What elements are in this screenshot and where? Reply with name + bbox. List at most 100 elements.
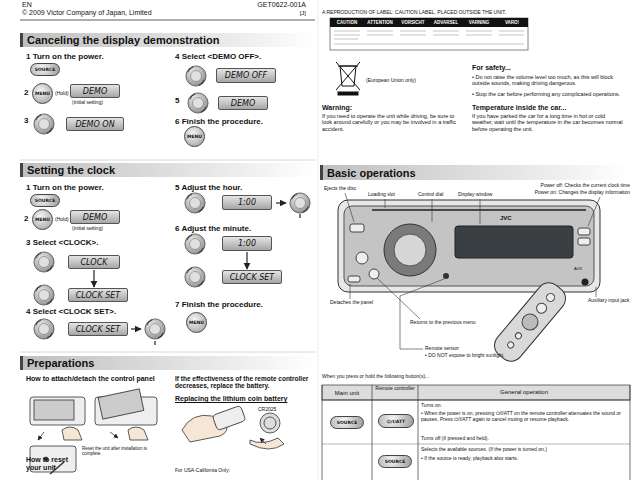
- panel-illustration: [128, 427, 148, 440]
- car-stereo: [443, 273, 449, 279]
- box-text: MENU: [189, 320, 204, 325]
- control-dial: [34, 114, 54, 134]
- text-label: Selects the available sources. (If the p…: [421, 447, 626, 453]
- car-stereo: [455, 226, 573, 258]
- lcd-display: 1:00: [222, 236, 272, 251]
- step-arrow: [299, 214, 300, 218]
- text-label: 3 Select <CLOCK>.: [26, 238, 156, 247]
- weee-bin-symbol: [336, 62, 360, 90]
- text-label: EN: [22, 1, 52, 9]
- operation-table: [322, 385, 323, 480]
- lcd-display: CLOCK SET: [68, 288, 128, 302]
- box-text: MENU: [35, 217, 50, 222]
- operation-table: [322, 400, 630, 401]
- control-dial: [34, 319, 54, 339]
- text-label: 5 Adjust the hour.: [175, 183, 315, 192]
- section-header: Preparations: [20, 356, 315, 370]
- operation-table: [630, 385, 631, 480]
- leader-line: [385, 199, 386, 208]
- box-text: DEMO OFF: [225, 71, 267, 80]
- weee-bin-symbol: [336, 62, 360, 90]
- caution-label: [330, 18, 528, 27]
- caution-label: [367, 31, 393, 32]
- caution-label: [499, 31, 524, 32]
- button-icon: SOURCE: [30, 63, 60, 76]
- car-stereo: [369, 269, 379, 279]
- weee-bin-symbol: [338, 92, 358, 95]
- caution-label: [466, 31, 492, 32]
- button-icon: MENU: [32, 209, 53, 230]
- box-text: Canceling the display demonstration: [27, 34, 220, 46]
- caution-label: [400, 31, 426, 32]
- caution-label: [334, 31, 524, 44]
- text-label: 3: [24, 116, 34, 125]
- leader-line: [350, 284, 351, 299]
- box-text: SOURCE: [385, 459, 406, 464]
- text-label: Power off: Checks the current clock time: [518, 183, 630, 189]
- button-icon: SOURCE: [330, 416, 364, 429]
- caution-label: [499, 35, 524, 36]
- caution-label: [334, 44, 524, 45]
- box-text: MENU: [187, 134, 202, 139]
- box-text: DEMO ON: [75, 120, 114, 129]
- box-text: Basic operations: [327, 167, 416, 179]
- box-text: 1:00: [238, 239, 256, 248]
- battery-illustration: [250, 438, 284, 449]
- button-icon: MENU: [32, 83, 53, 104]
- box-text: Preparations: [27, 357, 94, 369]
- control-dial: [185, 193, 205, 213]
- car-stereo: [348, 276, 360, 282]
- box-text: ⏻/I/ATT: [387, 419, 405, 424]
- remote-controller: [545, 292, 556, 303]
- text-label: When you press or hold the following but…: [322, 374, 562, 380]
- lcd-display: DEMO OFF: [216, 68, 276, 83]
- section-header: Canceling the display demonstration: [20, 33, 315, 47]
- text-label: Warning:: [322, 104, 452, 112]
- text-label: (initial setting): [72, 100, 142, 106]
- caution-label: [334, 35, 360, 36]
- caution-label: [334, 31, 360, 32]
- weee-bin-symbol: [336, 62, 360, 95]
- leader-line: [400, 279, 444, 349]
- text-label: Temperature inside the car...: [472, 104, 624, 112]
- text-label: Detaches the panel: [330, 300, 400, 306]
- button-icon: MENU: [184, 126, 205, 147]
- battery-illustration: [212, 405, 246, 430]
- text-label: 4 Select <CLOCK SET>.: [26, 307, 156, 316]
- step-arrow: [131, 328, 141, 329]
- header-rule: [20, 0, 318, 480]
- text-label: 7 Finish the procedure.: [175, 300, 315, 309]
- text-label: ATTENTION: [364, 20, 396, 25]
- caution-label: [367, 35, 393, 36]
- text-label: Main unit: [324, 390, 370, 397]
- step-arrow: [154, 341, 155, 345]
- leader-line: [480, 199, 481, 224]
- text-label: Control dial: [418, 192, 458, 198]
- text-label: Turns on.: [421, 403, 626, 409]
- text-label: • Stop the car before performing any com…: [472, 91, 624, 97]
- control-dial: [186, 66, 206, 86]
- control-dial: [145, 319, 165, 339]
- text-label: For safety...: [472, 64, 624, 72]
- text-label: Auxiliary input jack: [588, 298, 632, 304]
- step-arrow: [276, 202, 286, 203]
- text-label: JVC: [500, 215, 524, 222]
- control-dial: [188, 93, 208, 113]
- panel-illustration: [30, 397, 85, 425]
- operation-table: [322, 385, 630, 400]
- car-stereo: [356, 252, 368, 264]
- text-label: VARO!: [496, 20, 528, 25]
- leader-line: [377, 278, 420, 319]
- panel-illustration: [38, 432, 44, 440]
- leader-line: [345, 193, 600, 349]
- car-stereo: [350, 224, 364, 232]
- text-label: If the effectiveness of the remote contr…: [175, 375, 315, 390]
- car-stereo: [582, 279, 589, 286]
- lcd-display: CLOCK SET: [68, 322, 128, 336]
- box-text: Setting the clock: [27, 164, 115, 176]
- text-label: Turns off (if pressed and held).: [421, 436, 626, 442]
- text-label: • Do not raise the volume level too much…: [472, 74, 624, 87]
- header-rule: [20, 352, 315, 353]
- header-rule: [318, 0, 319, 480]
- box-text: 1:00: [238, 198, 256, 207]
